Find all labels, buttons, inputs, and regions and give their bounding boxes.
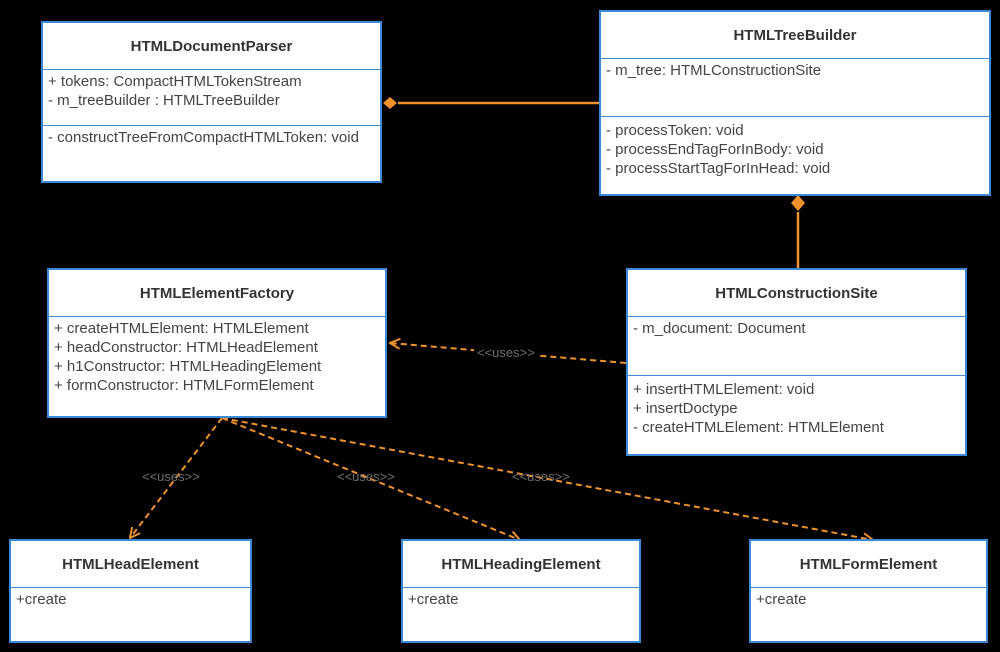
uses-label-factory-head: <<uses>> bbox=[142, 469, 200, 484]
attribute: + headConstructor: HTMLHeadElement bbox=[54, 339, 318, 356]
attributes-section: + tokens: CompactHTMLTokenStream - m_tre… bbox=[43, 70, 380, 125]
uses-label-site-factory: <<uses>> bbox=[474, 345, 538, 360]
attribute: - m_tree: HTMLConstructionSite bbox=[606, 62, 822, 79]
attribute: + h1Constructor: HTMLHeadingElement bbox=[54, 358, 322, 375]
attribute: + createHTMLElement: HTMLElement bbox=[54, 320, 309, 337]
attribute: - m_document: Document bbox=[633, 320, 806, 337]
attributes-section: + createHTMLElement: HTMLElement + headC… bbox=[49, 317, 385, 397]
operation: - processEndTagForInBody: void bbox=[606, 141, 824, 158]
class-name: HTMLHeadElement bbox=[11, 541, 250, 588]
class-name: HTMLTreeBuilder bbox=[601, 12, 989, 59]
class-name: HTMLHeadingElement bbox=[403, 541, 639, 588]
operation: - createHTMLElement: HTMLElement bbox=[633, 419, 884, 436]
class-html-element-factory[interactable]: HTMLElementFactory + createHTMLElement: … bbox=[47, 268, 387, 418]
uses-label-factory-form: <<uses>> bbox=[512, 469, 570, 484]
operation: + insertDoctype bbox=[633, 400, 738, 417]
attribute: + tokens: CompactHTMLTokenStream bbox=[48, 73, 302, 90]
class-name: HTMLFormElement bbox=[751, 541, 986, 588]
class-html-construction-site[interactable]: HTMLConstructionSite - m_document: Docum… bbox=[626, 268, 967, 456]
uses-factory-head bbox=[130, 417, 223, 538]
uses-factory-heading bbox=[221, 417, 520, 540]
operations-section: +create bbox=[403, 588, 639, 611]
class-html-document-parser[interactable]: HTMLDocumentParser + tokens: CompactHTML… bbox=[41, 21, 382, 183]
operation: + insertHTMLElement: void bbox=[633, 381, 815, 398]
operation: +create bbox=[16, 591, 67, 608]
operations-section: - constructTreeFromCompactHTMLToken: voi… bbox=[43, 125, 380, 149]
operations-section: + insertHTMLElement: void + insertDoctyp… bbox=[628, 375, 965, 439]
uses-label-factory-heading: <<uses>> bbox=[337, 469, 395, 484]
class-html-form-element[interactable]: HTMLFormElement +create bbox=[749, 539, 988, 643]
attributes-section: - m_document: Document bbox=[628, 317, 965, 375]
attribute: + formConstructor: HTMLFormElement bbox=[54, 377, 314, 394]
operation: - processStartTagForInHead: void bbox=[606, 160, 831, 177]
class-html-head-element[interactable]: HTMLHeadElement +create bbox=[9, 539, 252, 643]
class-html-heading-element[interactable]: HTMLHeadingElement +create bbox=[401, 539, 641, 643]
operation: - processToken: void bbox=[606, 122, 744, 139]
composition-diamond-parser bbox=[383, 97, 397, 109]
operations-section: +create bbox=[11, 588, 250, 611]
operations-section: - processToken: void - processEndTagForI… bbox=[601, 116, 989, 180]
operation: +create bbox=[408, 591, 459, 608]
class-name: HTMLDocumentParser bbox=[43, 23, 380, 70]
composition-diamond-treebuilder bbox=[791, 195, 805, 211]
attributes-section: - m_tree: HTMLConstructionSite bbox=[601, 59, 989, 116]
uses-factory-form bbox=[221, 417, 873, 540]
class-name: HTMLElementFactory bbox=[49, 270, 385, 317]
operation: - constructTreeFromCompactHTMLToken: voi… bbox=[48, 129, 359, 146]
class-html-tree-builder[interactable]: HTMLTreeBuilder - m_tree: HTMLConstructi… bbox=[599, 10, 991, 196]
operation: +create bbox=[756, 591, 807, 608]
operations-section: +create bbox=[751, 588, 986, 611]
attribute: - m_treeBuilder : HTMLTreeBuilder bbox=[48, 92, 280, 109]
class-name: HTMLConstructionSite bbox=[628, 270, 965, 317]
